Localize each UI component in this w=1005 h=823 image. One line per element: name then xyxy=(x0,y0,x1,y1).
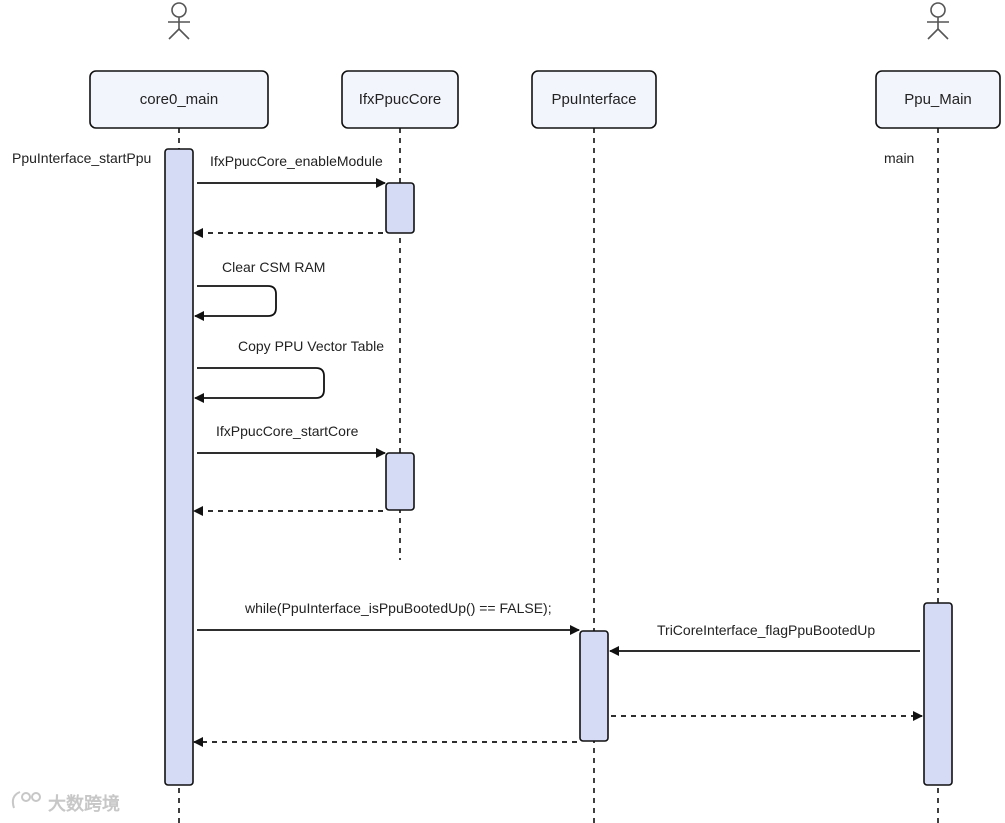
activation-label-startppu: PpuInterface_startPpu xyxy=(12,150,151,166)
message-label-start-core: IfxPpucCore_startCore xyxy=(216,423,359,439)
message-label-clear-csm-ram: Clear CSM RAM xyxy=(222,259,325,275)
participant-label: PpuInterface xyxy=(551,91,636,108)
watermark-text: 大数跨境 xyxy=(48,793,120,814)
participant-label: Ppu_Main xyxy=(904,91,972,108)
participant-ifxppuccore[interactable]: IfxPpucCore xyxy=(341,70,459,129)
participant-label: core0_main xyxy=(140,91,218,108)
watermark-logo-icon xyxy=(11,791,41,809)
activation-ifxppuccore-start xyxy=(385,452,415,511)
participant-ppu-main[interactable]: Ppu_Main xyxy=(875,70,1001,129)
activation-ifxppuccore-enable xyxy=(385,182,415,234)
message-label-while-booted: while(PpuInterface_isPpuBootedUp() == FA… xyxy=(244,600,552,616)
participant-ppuinterface[interactable]: PpuInterface xyxy=(531,70,657,129)
actor-icon-left xyxy=(168,2,190,40)
participant-label: IfxPpucCore xyxy=(359,91,442,108)
activation-ppuinterface xyxy=(579,630,609,742)
activation-ppu-main xyxy=(923,602,953,786)
message-label-enable-module: IfxPpucCore_enableModule xyxy=(210,153,383,169)
activation-label-main: main xyxy=(884,150,914,166)
actor-icon-right xyxy=(927,2,949,40)
message-label-copy-vector-table: Copy PPU Vector Table xyxy=(238,338,384,354)
self-arrow-clear-csm-ram xyxy=(194,285,277,321)
message-label-flag-booted: TriCoreInterface_flagPpuBootedUp xyxy=(657,622,875,638)
activation-core0-main xyxy=(164,148,194,786)
participant-core0-main[interactable]: core0_main xyxy=(89,70,269,129)
self-arrow-copy-vector-table xyxy=(194,367,325,403)
